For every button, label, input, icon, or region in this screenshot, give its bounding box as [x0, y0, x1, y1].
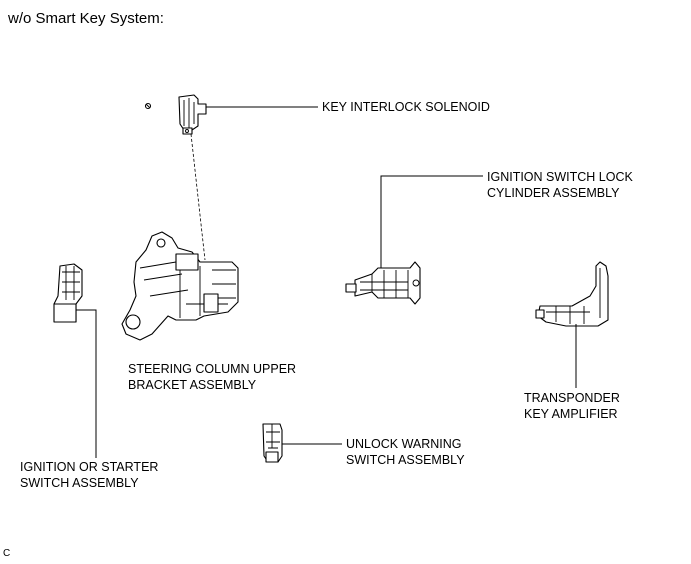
steering-column-bracket-drawing [121, 231, 239, 341]
label-ignition-starter-line2: SWITCH ASSEMBLY [20, 476, 139, 490]
figure-corner-code: C [3, 548, 11, 559]
label-unlock-warning-line2: SWITCH ASSEMBLY [346, 453, 465, 467]
label-ignition-or-starter-switch: IGNITION OR STARTER SWITCH ASSEMBLY [20, 459, 158, 491]
label-lock-cylinder-line1: IGNITION SWITCH LOCK [487, 170, 633, 184]
label-steering-column-upper-bracket: STEERING COLUMN UPPER BRACKET ASSEMBLY [128, 361, 296, 393]
leader-lock-cylinder [380, 175, 483, 268]
label-transponder-key-amplifier: TRANSPONDER KEY AMPLIFIER [524, 390, 620, 422]
lock-cylinder-drawing [345, 261, 421, 305]
label-steering-bracket-line2: BRACKET ASSEMBLY [128, 378, 257, 392]
label-transponder-line1: TRANSPONDER [524, 391, 620, 405]
label-steering-bracket-line1: STEERING COLUMN UPPER [128, 362, 297, 376]
transponder-amplifier-drawing [535, 261, 609, 327]
ignition-starter-switch-drawing [53, 263, 83, 323]
label-ignition-switch-lock-cylinder: IGNITION SWITCH LOCK CYLINDER ASSEMBLY [487, 169, 633, 201]
leader-ignition-starter-switch [76, 309, 97, 458]
label-lock-cylinder-line2: CYLINDER ASSEMBLY [487, 186, 620, 200]
label-key-interlock-solenoid-text: KEY INTERLOCK SOLENOID [322, 100, 490, 114]
label-ignition-starter-line1: IGNITION OR STARTER [20, 460, 159, 474]
label-key-interlock-solenoid: KEY INTERLOCK SOLENOID [322, 99, 490, 115]
label-unlock-warning-line1: UNLOCK WARNING [346, 437, 462, 451]
key-interlock-solenoid-drawing [144, 94, 207, 135]
unlock-warning-switch-drawing [262, 423, 283, 463]
solenoid-mount-guide [190, 133, 206, 261]
diagram-heading: w/o Smart Key System: [8, 10, 164, 27]
label-transponder-line2: KEY AMPLIFIER [524, 407, 618, 421]
label-unlock-warning-switch: UNLOCK WARNING SWITCH ASSEMBLY [346, 436, 465, 468]
